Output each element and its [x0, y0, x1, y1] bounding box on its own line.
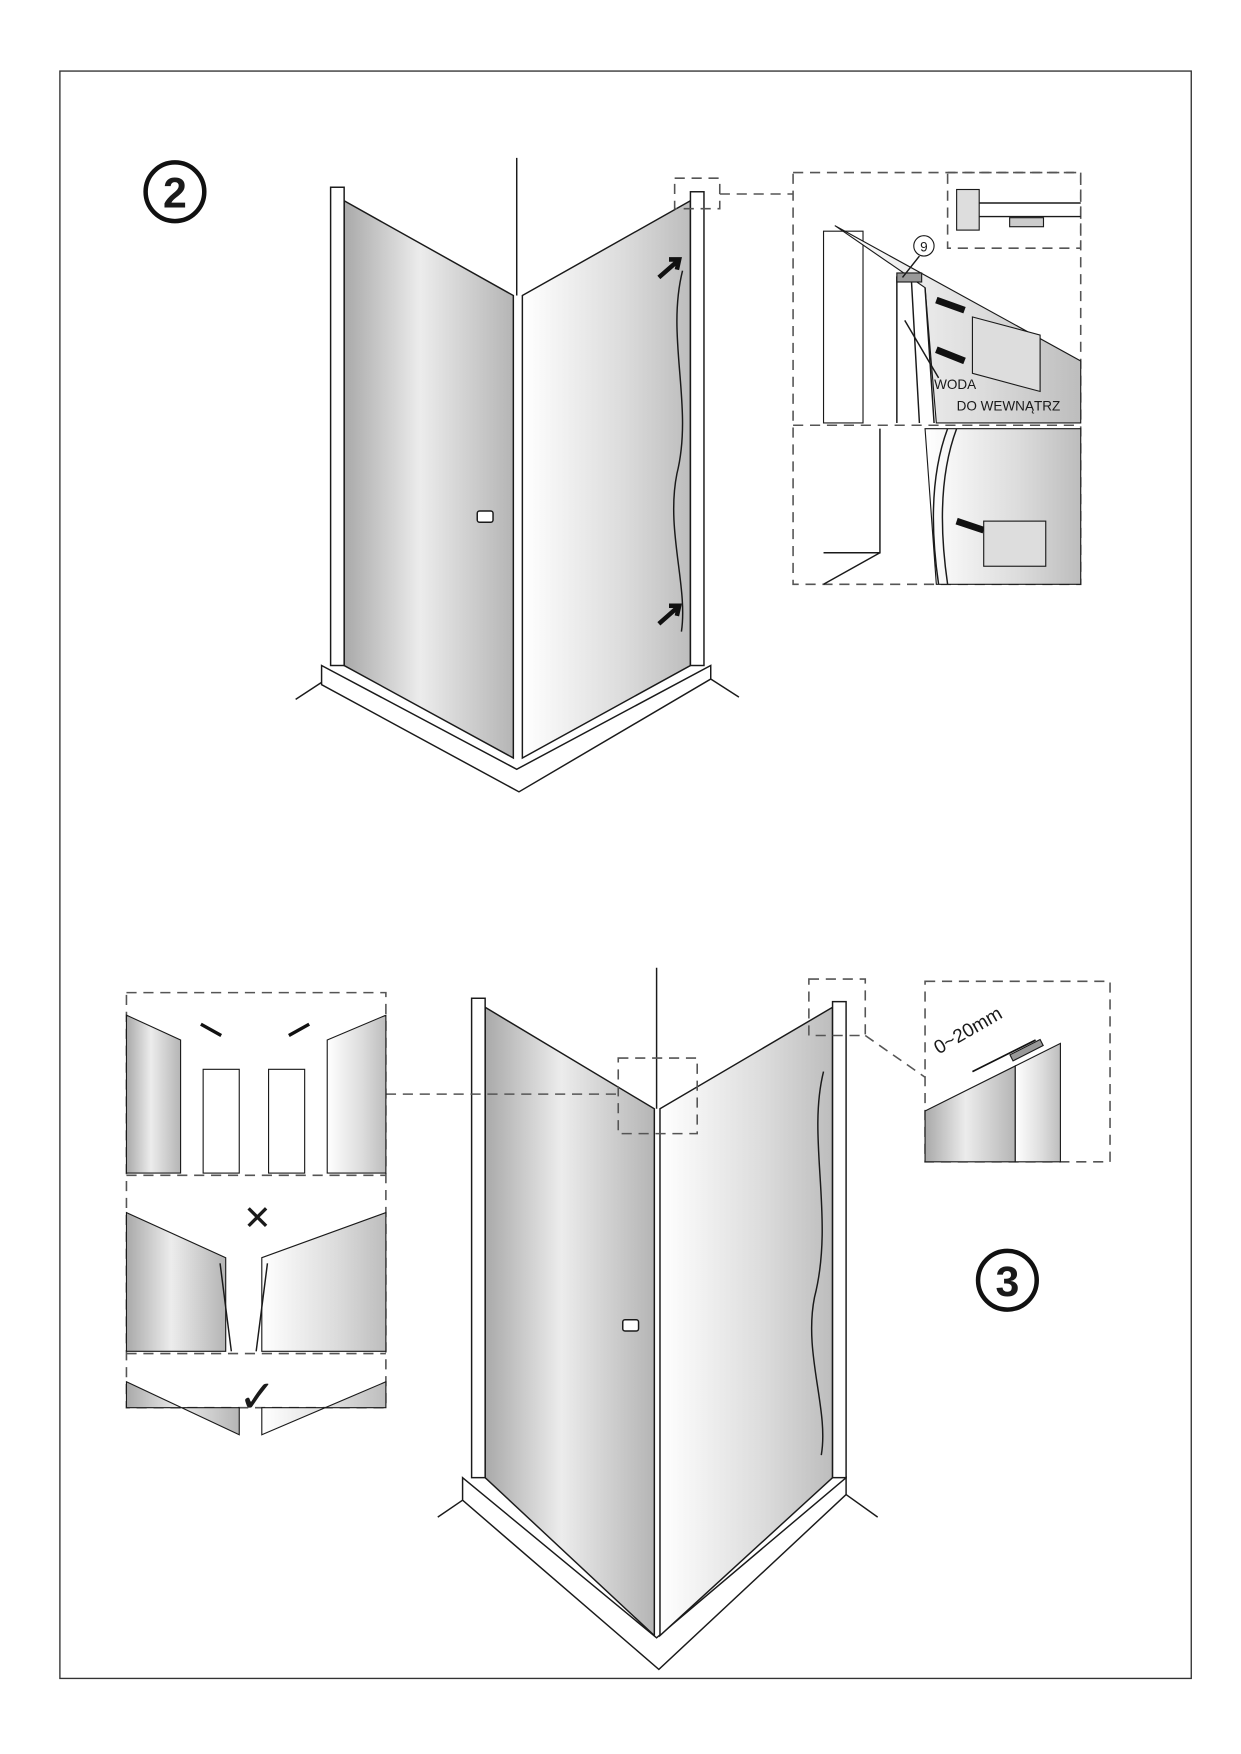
- svg-text:0~20mm: 0~20mm: [931, 1003, 1007, 1059]
- right-glass-panel: [659, 1005, 834, 1638]
- svg-text:DO WEWNĄTRZ: DO WEWNĄTRZ: [957, 399, 1061, 414]
- svg-text:9: 9: [920, 240, 928, 255]
- left-wall-profile: [329, 186, 345, 667]
- arrow-icon: [657, 603, 682, 626]
- step-2-badge: 2: [143, 160, 207, 224]
- svg-text:✓: ✓: [238, 1371, 276, 1422]
- step2-detail-box: 9 WODA DO WEWNĄTRZ: [792, 171, 1082, 586]
- door-handle: [622, 1318, 640, 1332]
- right-wall-profile: [689, 191, 705, 667]
- right-glass-door: [521, 199, 692, 760]
- arrow-icon: [657, 257, 682, 280]
- svg-text:2: 2: [163, 170, 187, 218]
- shower-enclosure-step2: [295, 157, 794, 793]
- svg-text:✕: ✕: [243, 1199, 271, 1237]
- door-handle: [476, 510, 494, 523]
- step3-corner-detail-box: ✕ ✓: [125, 991, 387, 1436]
- left-glass-panel: [343, 199, 515, 760]
- svg-text:3: 3: [995, 1258, 1019, 1306]
- right-wall-profile: [831, 1000, 847, 1479]
- shower-enclosure-step3: [385, 967, 926, 1671]
- step-3-badge: 3: [975, 1248, 1039, 1312]
- page-border: [59, 70, 1192, 1680]
- left-wall-profile: [470, 997, 486, 1479]
- svg-text:WODA: WODA: [934, 377, 976, 392]
- step3-gap-detail-box: 0~20mm: [924, 980, 1111, 1163]
